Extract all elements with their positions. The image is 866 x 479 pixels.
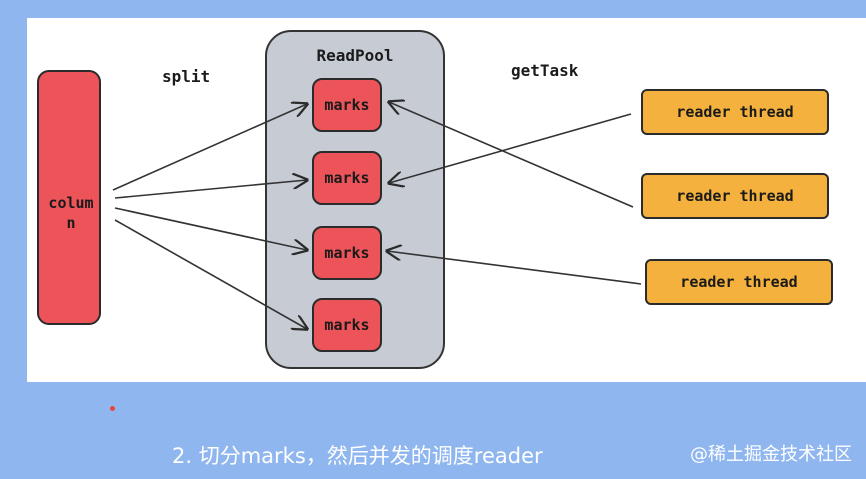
column-label: colum n (48, 194, 94, 232)
split-arrow-1 (112, 104, 307, 191)
split-arrow-4 (114, 219, 307, 329)
split-label: split (162, 67, 211, 86)
marks-node-3: marks (312, 226, 382, 280)
gettask-arrow-3 (387, 251, 642, 285)
gettask-arrow-1 (389, 102, 634, 208)
marks-node-4: marks (312, 298, 382, 352)
diagram-canvas: colum n split getTask ReadPool marks mar… (27, 18, 866, 382)
readpool-title: ReadPool (316, 46, 394, 65)
reader-thread-1: reader thread (641, 89, 829, 135)
reader-thread-3: reader thread (645, 259, 833, 305)
split-arrow-2 (114, 180, 307, 199)
marks-node-1: marks (312, 78, 382, 132)
gettask-label: getTask (511, 61, 579, 80)
split-arrow-3 (114, 207, 307, 250)
watermark: @稀土掘金技术社区 (690, 444, 852, 465)
slide-caption: 2. 切分marks，然后并发的调度reader (172, 444, 543, 468)
column-node: colum n (37, 70, 101, 325)
reader-thread-2: reader thread (641, 173, 829, 219)
arrows-layer (112, 18, 642, 382)
marks-node-2: marks (312, 151, 382, 205)
laser-pointer-dot (110, 406, 115, 411)
gettask-arrow-2 (389, 113, 632, 183)
